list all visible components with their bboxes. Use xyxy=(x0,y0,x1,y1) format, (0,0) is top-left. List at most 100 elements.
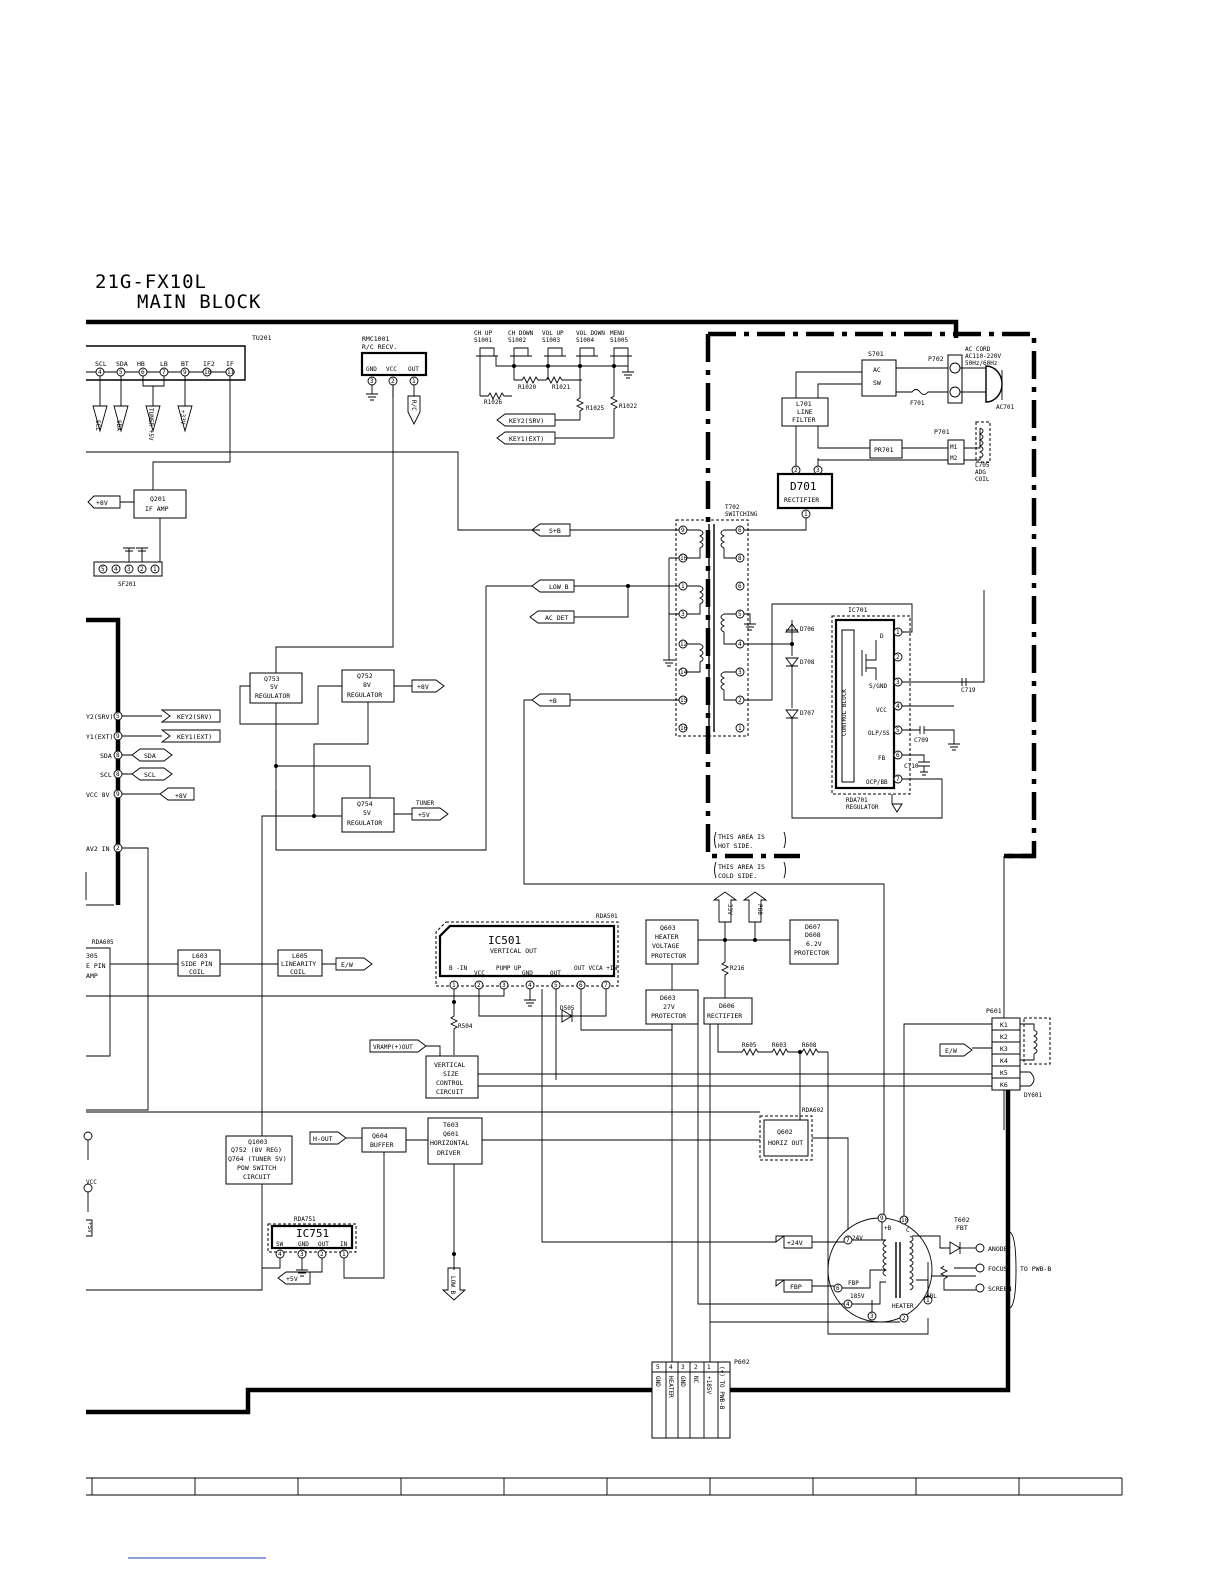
svg-text:Q604: Q604 xyxy=(372,1132,388,1140)
svg-text:R/C RECV.: R/C RECV. xyxy=(362,343,397,351)
l605-linearity-coil: L605 LINEARITY COIL E/W xyxy=(277,949,373,977)
svg-text:LB: LB xyxy=(160,360,168,368)
svg-text:REGULATOR: REGULATOR xyxy=(347,819,382,827)
vertical-size-control: VERTICAL SIZE CONTROL CIRCUIT xyxy=(425,1055,992,1099)
svg-text:Q764 (TUNER 5V): Q764 (TUNER 5V) xyxy=(228,1155,287,1163)
svg-text:3: 3 xyxy=(300,1251,304,1258)
svg-text:8V: 8V xyxy=(363,681,371,689)
svg-text:3: 3 xyxy=(370,378,374,385)
svg-text:9: 9 xyxy=(681,527,685,534)
svg-text:6: 6 xyxy=(738,527,742,534)
svg-text:P702: P702 xyxy=(928,355,944,363)
svg-text:PR701: PR701 xyxy=(874,446,894,454)
svg-text:9: 9 xyxy=(183,369,187,376)
svg-text:CH UP: CH UP xyxy=(474,330,492,337)
svg-text:305: 305 xyxy=(86,952,98,960)
svg-text:ADG: ADG xyxy=(975,469,986,476)
power-input: S701 AC SW P702 AC CORD AC110-220V 50Hz/… xyxy=(781,346,1014,483)
svg-text:VRAMP(+)OUT: VRAMP(+)OUT xyxy=(373,1044,413,1051)
svg-text:P701: P701 xyxy=(934,428,950,436)
svg-text:CIRCUIT: CIRCUIT xyxy=(243,1173,270,1181)
svg-text:E PIN: E PIN xyxy=(86,962,106,970)
svg-text:E/W: E/W xyxy=(945,1047,957,1055)
svg-text:AC701: AC701 xyxy=(996,404,1014,411)
svg-text:TU201: TU201 xyxy=(252,334,272,342)
svg-text:AC DET: AC DET xyxy=(545,614,569,622)
svg-text:2: 2 xyxy=(320,1251,324,1258)
svg-text:AC: AC xyxy=(873,366,881,374)
svg-text:HEATER: HEATER xyxy=(655,933,679,941)
svg-text:D707: D707 xyxy=(800,710,815,717)
svg-text:8: 8 xyxy=(116,752,120,759)
svg-text:COLD SIDE.: COLD SIDE. xyxy=(718,872,757,880)
svg-text:4: 4 xyxy=(896,703,900,710)
svg-text:THIS AREA IS: THIS AREA IS xyxy=(718,863,765,871)
svg-text:CH DOWN: CH DOWN xyxy=(508,330,534,337)
svg-text:VCC: VCC xyxy=(386,366,397,373)
svg-text:SWITCHING: SWITCHING xyxy=(725,511,758,518)
svg-text:3: 3 xyxy=(681,611,685,618)
svg-text:ABL: ABL xyxy=(926,1293,937,1300)
svg-text:Q602: Q602 xyxy=(777,1128,793,1136)
svg-text:HORIZ OUT: HORIZ OUT xyxy=(768,1139,803,1147)
svg-text:RDA751: RDA751 xyxy=(294,1216,316,1223)
svg-text:2: 2 xyxy=(738,697,742,704)
svg-text:5: 5 xyxy=(896,727,900,734)
svg-text:S1003: S1003 xyxy=(542,337,560,344)
svg-text:AC CORD: AC CORD xyxy=(965,346,991,353)
svg-text:D607: D607 xyxy=(805,923,821,931)
t702-switching-transformer: T702 SWITCHING 9 10 1 3 12 14 15 16 6 8 … xyxy=(663,504,758,737)
svg-text:SIDE PIN: SIDE PIN xyxy=(181,960,212,968)
svg-text:RECTIFIER: RECTIFIER xyxy=(707,1012,742,1020)
svg-text:AV2 IN: AV2 IN xyxy=(86,845,110,853)
svg-text:5: 5 xyxy=(119,369,123,376)
svg-text:C719: C719 xyxy=(961,687,976,694)
svg-text:OLP/SS: OLP/SS xyxy=(868,730,890,737)
svg-text:IN: IN xyxy=(340,1241,348,1248)
svg-text:PROTECTOR: PROTECTOR xyxy=(651,952,686,960)
svg-text:R1026: R1026 xyxy=(484,399,502,406)
svg-text:R605: R605 xyxy=(742,1042,757,1049)
svg-text:VCC: VCC xyxy=(474,970,485,977)
svg-text:S/GND: S/GND xyxy=(869,683,887,690)
svg-text:Q1003: Q1003 xyxy=(248,1138,268,1146)
svg-text:5V: 5V xyxy=(363,809,371,817)
svg-text:RMC1001: RMC1001 xyxy=(362,335,389,343)
svg-text:+33V: +33V xyxy=(179,410,186,425)
svg-text:4: 4 xyxy=(846,1301,850,1308)
svg-text:Q752 (8V REG): Q752 (8V REG) xyxy=(231,1146,282,1154)
svg-text:FBP: FBP xyxy=(848,1280,859,1287)
svg-text:10: 10 xyxy=(901,1217,909,1224)
svg-text:POW SWITCH: POW SWITCH xyxy=(237,1164,276,1172)
svg-text:D608: D608 xyxy=(805,931,821,939)
block-title: MAIN BLOCK xyxy=(137,291,261,313)
svg-text:THIS AREA IS: THIS AREA IS xyxy=(718,833,765,841)
svg-text:GND: GND xyxy=(522,970,533,977)
svg-text:1: 1 xyxy=(926,1297,930,1304)
left-connector: Y2(SRV) Y1(EXT) SDA SCL VCC 8V AV2 IN 5 … xyxy=(83,709,221,1237)
svg-text:SIZE: SIZE xyxy=(443,1070,459,1078)
svg-text:SCL: SCL xyxy=(100,771,112,779)
svg-text:L605: L605 xyxy=(292,952,308,960)
svg-text:1: 1 xyxy=(153,566,157,573)
svg-text:9: 9 xyxy=(116,791,120,798)
svg-text:10: 10 xyxy=(204,369,212,376)
svg-text:+5V: +5V xyxy=(86,1222,93,1233)
svg-text:M2: M2 xyxy=(950,455,958,462)
svg-text:1: 1 xyxy=(681,583,685,590)
svg-text:HORIZONTAL: HORIZONTAL xyxy=(430,1139,469,1147)
d701-rectifier: D701 RECTIFIER 1 xyxy=(740,472,834,531)
svg-text:CONTROL BLOCK: CONTROL BLOCK xyxy=(841,689,848,736)
svg-text:IC751: IC751 xyxy=(296,1227,329,1240)
cold-side-note: THIS AREA IS COLD SIDE. xyxy=(714,861,786,880)
svg-text:3: 3 xyxy=(738,669,742,676)
svg-text:DRIVER: DRIVER xyxy=(437,1149,461,1157)
svg-text:SDA: SDA xyxy=(116,360,128,368)
l603-side-pin-coil: L603 SIDE PIN COIL xyxy=(177,949,278,977)
svg-text:D701: D701 xyxy=(790,480,817,493)
svg-text:OUT: OUT xyxy=(550,970,561,977)
svg-text:RECTIFIER: RECTIFIER xyxy=(784,496,819,504)
svg-text:+24V: +24V xyxy=(787,1239,803,1247)
svg-text:1: 1 xyxy=(412,378,416,385)
svg-text:R1021: R1021 xyxy=(552,384,570,391)
